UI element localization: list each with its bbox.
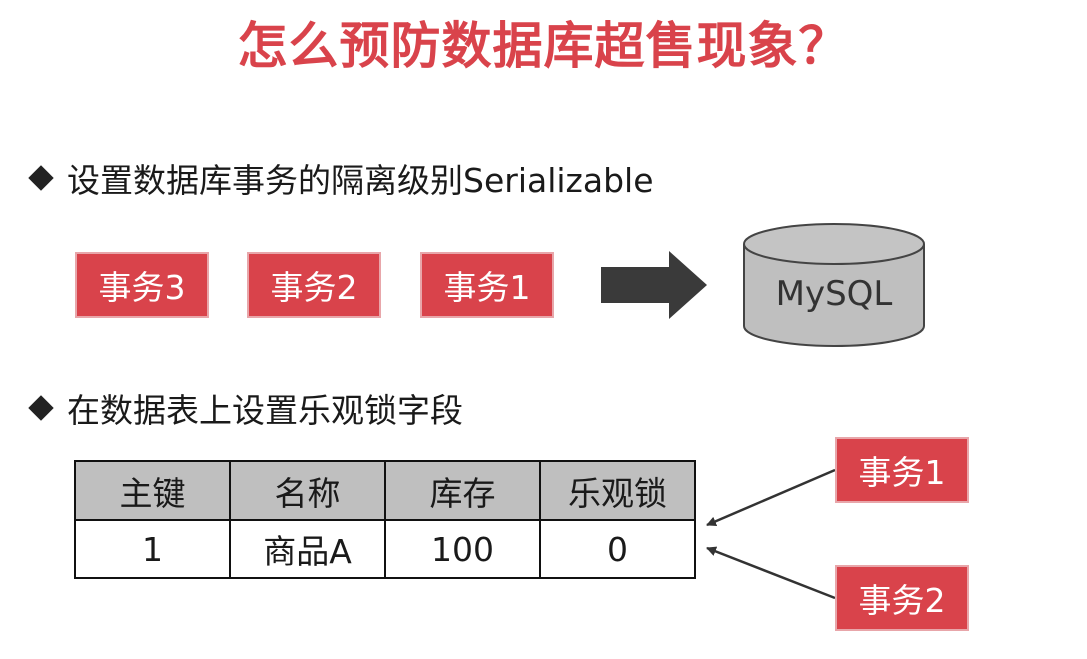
product-table: 主键 名称 库存 乐观锁 1 商品A 100 0 [74, 460, 696, 579]
diamond-bullet-icon [28, 395, 54, 421]
transaction-box-2: 事务2 [247, 252, 381, 318]
table-cell: 商品A [229, 519, 386, 579]
table-cell: 0 [539, 519, 696, 579]
diamond-bullet-icon [28, 165, 54, 191]
transaction-box-right-2: 事务2 [835, 565, 969, 631]
table-header: 库存 [384, 460, 541, 521]
bullet-text: 设置数据库事务的隔离级别Serializable [67, 161, 654, 200]
page-title: 怎么预防数据库超售现象？ [237, 17, 850, 75]
transaction-box-1: 事务1 [420, 252, 554, 318]
transaction-box-right-1: 事务1 [835, 437, 969, 503]
table-header: 乐观锁 [539, 460, 696, 521]
transaction-box-3: 事务3 [75, 252, 209, 318]
arrow-tx2-to-row [706, 546, 836, 600]
bullet-text: 在数据表上设置乐观锁字段 [67, 391, 463, 430]
table-cell: 100 [384, 519, 541, 579]
table-header: 主键 [74, 460, 231, 521]
arrow-tx1-to-row [706, 468, 836, 527]
table-row: 1 商品A 100 0 [74, 519, 696, 579]
bullet-optimistic-lock: 在数据表上设置乐观锁字段 [28, 384, 463, 432]
database-cylinder-icon [743, 223, 925, 347]
table-header-row: 主键 名称 库存 乐观锁 [74, 460, 696, 521]
database-label: MySQL [775, 274, 893, 314]
table-cell: 1 [74, 519, 231, 579]
table-header: 名称 [229, 460, 386, 521]
bullet-serializable: 设置数据库事务的隔离级别Serializable [28, 154, 654, 202]
right-arrow-icon [601, 251, 707, 319]
